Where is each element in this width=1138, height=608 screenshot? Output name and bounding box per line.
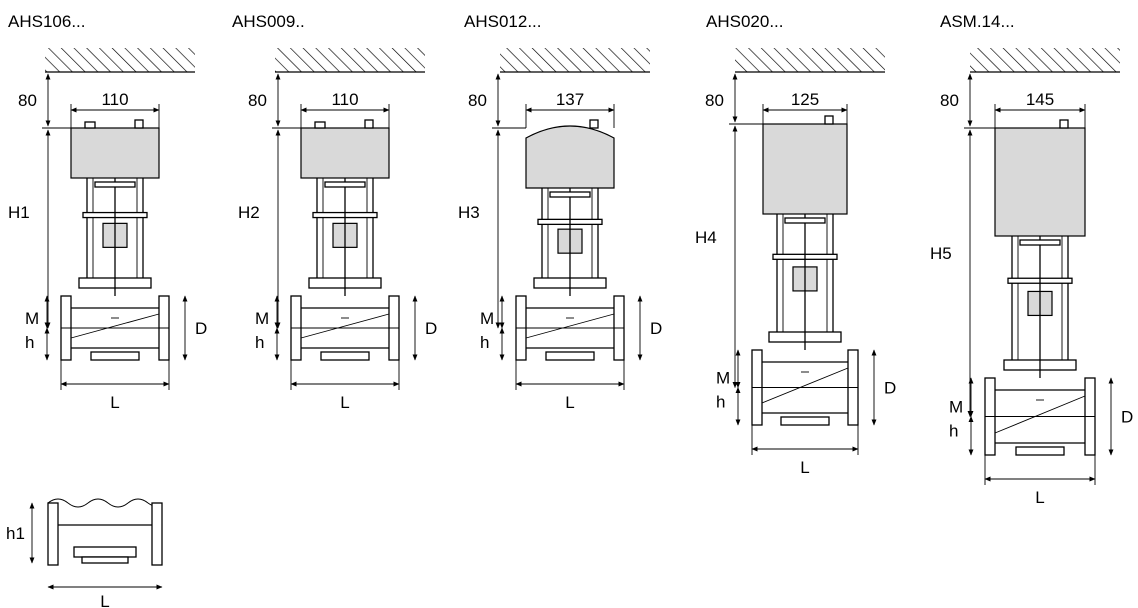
- body-seat: [761, 367, 849, 404]
- actuator-housing: [525, 125, 615, 189]
- actuator-housing: [300, 127, 390, 179]
- stem-nut: [94, 181, 136, 188]
- actuator-cap: [824, 115, 834, 125]
- l-label: L: [800, 458, 809, 477]
- m-label: M: [949, 398, 963, 417]
- actuator-housing: [994, 127, 1086, 237]
- actuator-housing: [70, 127, 160, 179]
- h-label: h: [480, 333, 489, 352]
- actuator-cap: [589, 119, 599, 129]
- m-label: M: [255, 309, 269, 328]
- height-label: H4: [695, 228, 717, 247]
- d-label: D: [1121, 408, 1133, 427]
- actuator-cap: [84, 121, 96, 129]
- body-seat: [70, 313, 160, 339]
- l-label: L: [1035, 488, 1044, 507]
- l-label: L: [340, 393, 349, 412]
- view-title: AHS009..: [232, 12, 305, 31]
- bottom-flange-detail: h1L: [6, 498, 163, 608]
- view-title: AHS012...: [464, 12, 542, 31]
- clearance-label: 80: [248, 91, 267, 110]
- view-title: AHS106...: [8, 12, 86, 31]
- d-label: D: [425, 319, 437, 338]
- body-foot: [90, 351, 140, 361]
- width-label: 110: [101, 90, 128, 109]
- body-foot: [1015, 446, 1065, 456]
- h-label: h: [255, 333, 264, 352]
- height-label: H1: [8, 203, 30, 222]
- clearance-label: 80: [705, 91, 724, 110]
- body-seat: [525, 313, 615, 339]
- width-label: 125: [791, 90, 819, 109]
- body-foot: [545, 351, 595, 361]
- actuator-cap: [364, 119, 374, 129]
- l-label: L: [110, 393, 119, 412]
- l-label: L: [565, 393, 574, 412]
- width-label: 110: [331, 90, 358, 109]
- actuator-cap: [134, 119, 144, 129]
- ceiling-hatch: [500, 48, 650, 72]
- view-title: AHS020...: [706, 12, 784, 31]
- m-label: M: [25, 309, 39, 328]
- h-label: h: [716, 393, 725, 412]
- ceiling-hatch: [735, 48, 885, 72]
- detail-flange-left: [47, 502, 59, 566]
- actuator-housing: [762, 123, 848, 215]
- d-label: D: [884, 379, 896, 398]
- d-label: D: [195, 319, 207, 338]
- actuator-cap: [1059, 119, 1069, 129]
- actuator-cap: [314, 121, 326, 129]
- width-label: 145: [1026, 90, 1054, 109]
- clearance-label: 80: [18, 91, 37, 110]
- detail-cover: [81, 556, 129, 564]
- clearance-label: 80: [468, 91, 487, 110]
- stem-nut: [784, 217, 826, 224]
- clearance-label: 80: [940, 91, 959, 110]
- view-title: ASM.14...: [940, 12, 1015, 31]
- body-foot: [780, 416, 830, 426]
- m-label: M: [716, 369, 730, 388]
- break-line: [47, 498, 163, 508]
- m-label: M: [480, 309, 494, 328]
- h-label: h: [949, 422, 958, 441]
- h-label: h: [25, 333, 34, 352]
- stem-nut: [324, 181, 366, 188]
- h1-label: h1: [6, 524, 25, 543]
- d-label: D: [650, 319, 662, 338]
- ceiling-hatch: [970, 48, 1120, 72]
- stem-nut: [549, 191, 591, 198]
- body-seat: [300, 313, 390, 339]
- body-foot: [320, 351, 370, 361]
- ceiling-hatch: [45, 48, 195, 72]
- width-label: 137: [556, 90, 584, 109]
- height-label: H5: [930, 244, 952, 263]
- body-seat: [994, 395, 1086, 434]
- height-label: H2: [238, 203, 260, 222]
- detail-flange-right: [151, 502, 163, 566]
- detail-l-label: L: [100, 592, 109, 608]
- ceiling-hatch: [275, 48, 425, 72]
- detail-bottom-flange: [73, 546, 137, 558]
- stem-nut: [1019, 239, 1061, 246]
- height-label: H3: [458, 203, 480, 222]
